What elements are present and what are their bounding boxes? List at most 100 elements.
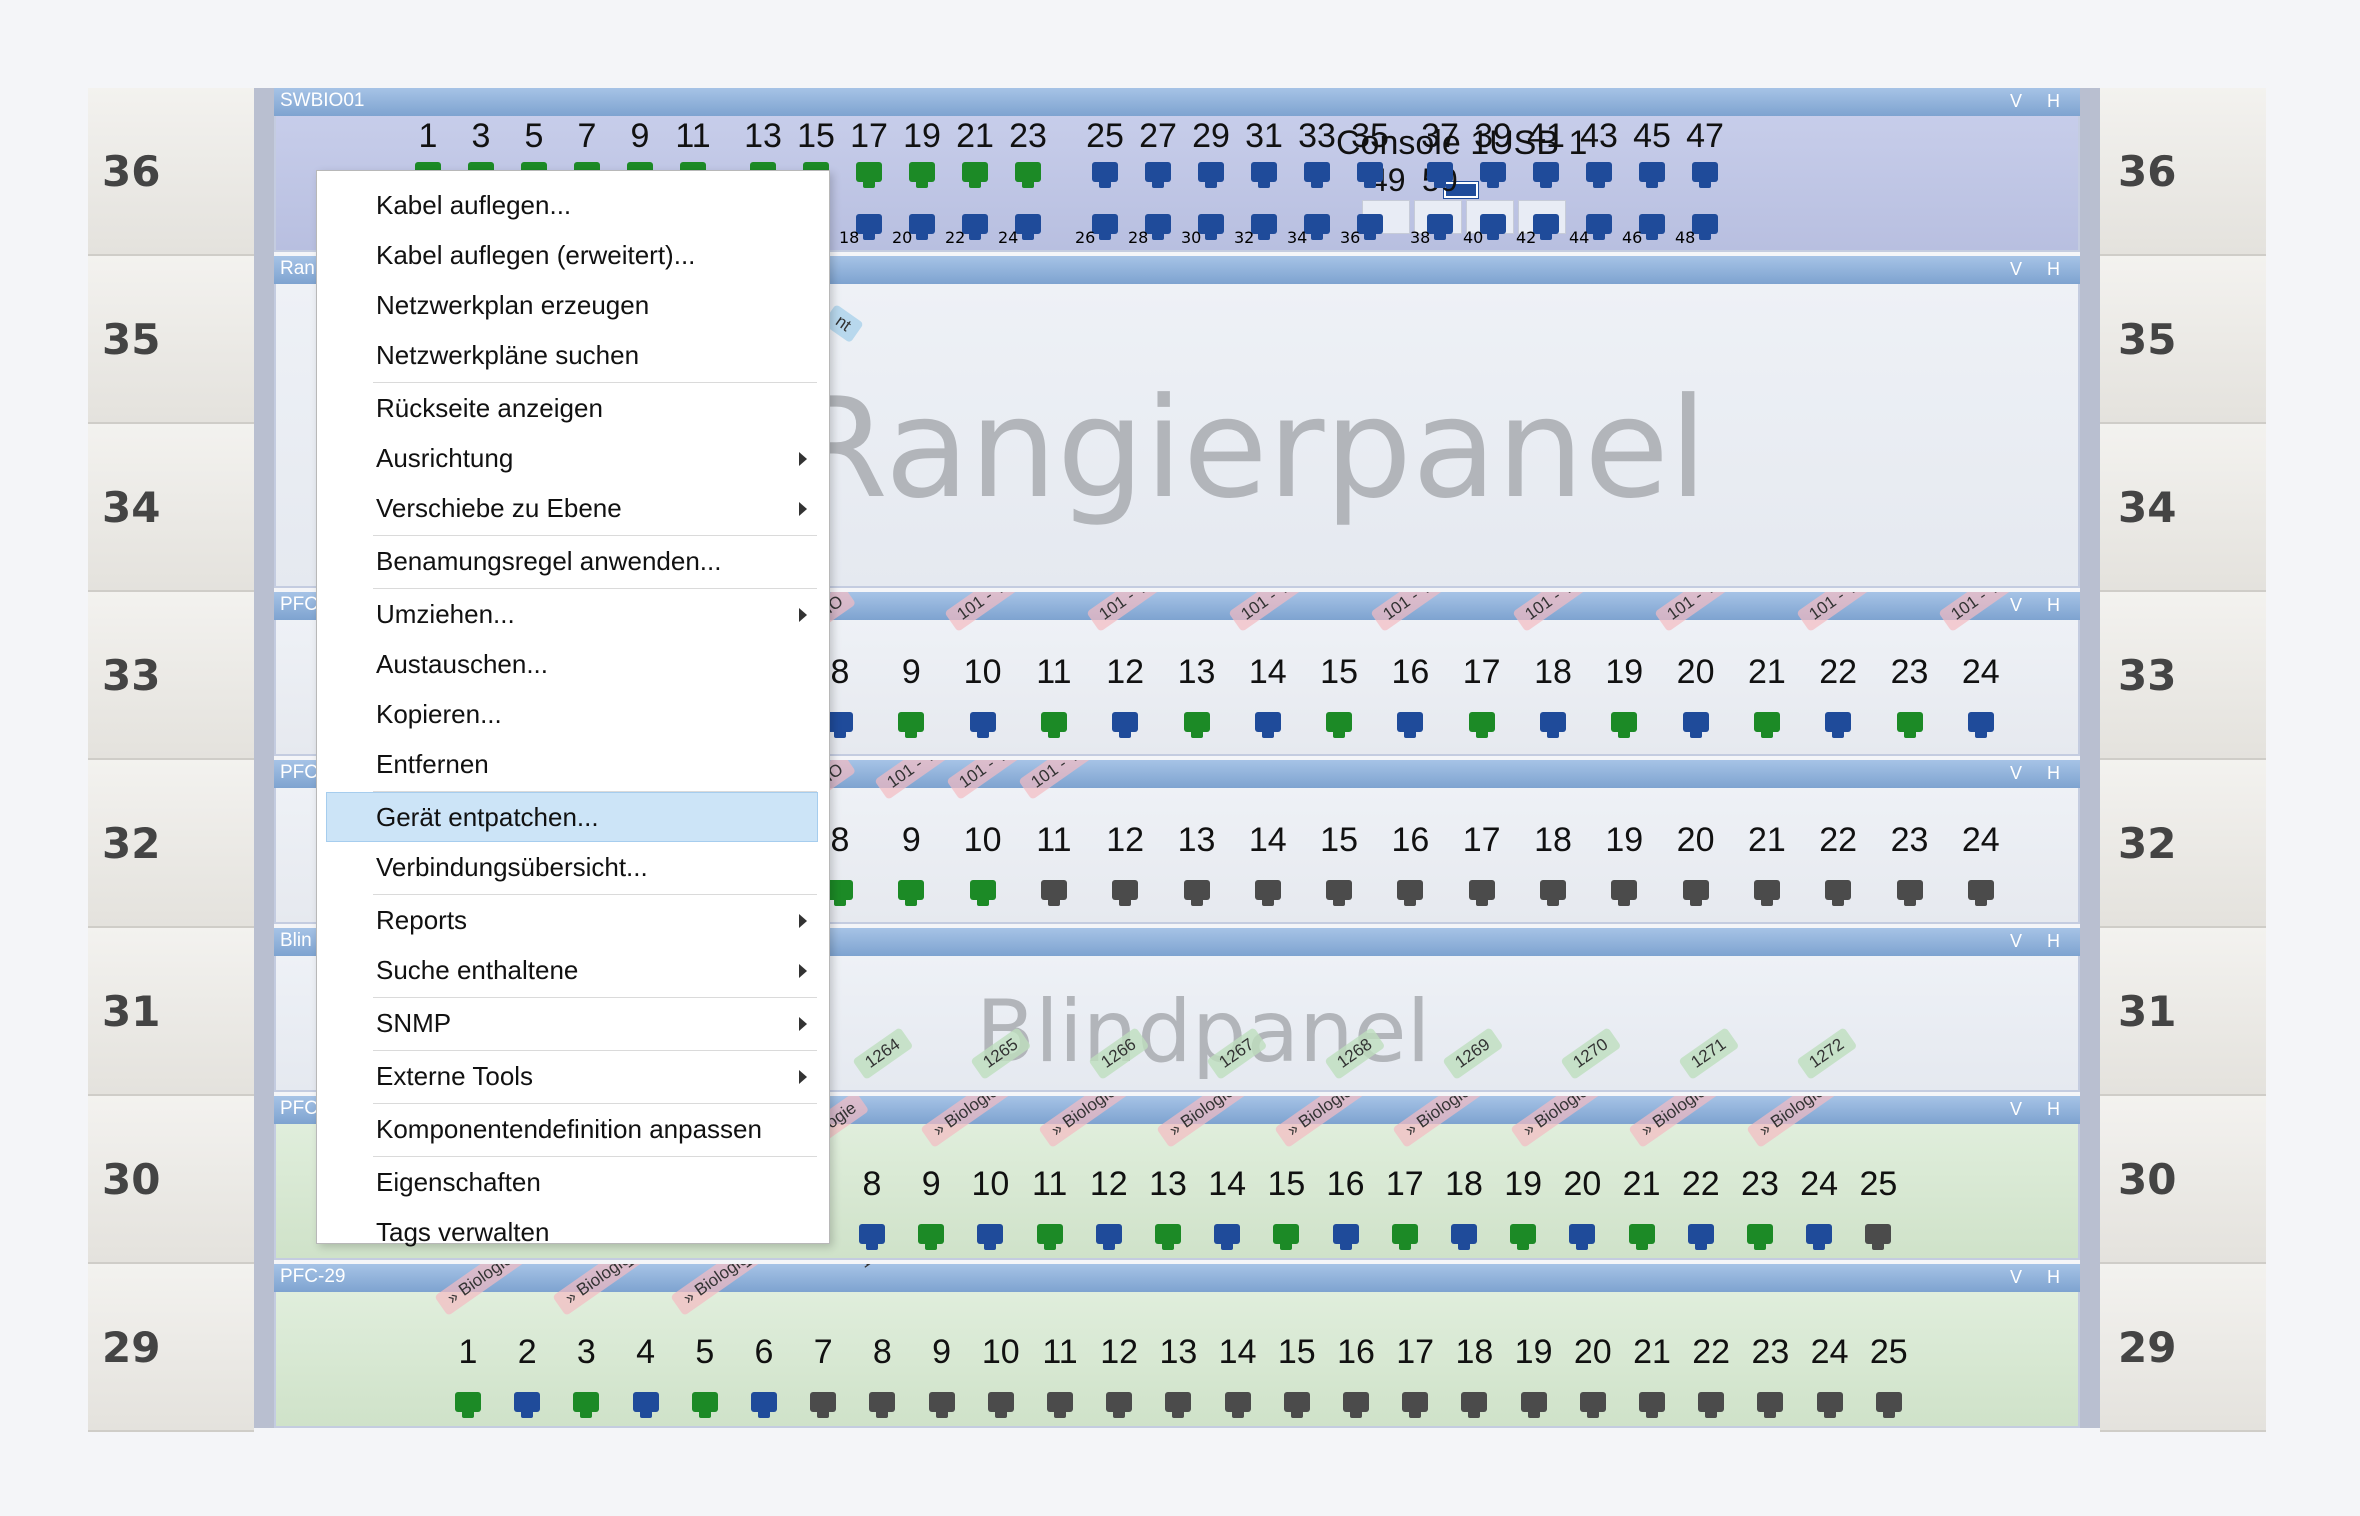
- rj45-jack-icon[interactable]: [869, 1392, 896, 1418]
- network-port[interactable]: 5: [685, 1334, 725, 1370]
- rj45-jack-icon[interactable]: [856, 162, 882, 188]
- rj45-jack-icon[interactable]: [1254, 880, 1281, 906]
- context-menu-item[interactable]: Tags verwalten: [327, 1208, 817, 1256]
- rj45-jack-icon[interactable]: [1040, 712, 1067, 738]
- rj45-jack-icon[interactable]: [1427, 162, 1453, 188]
- network-port[interactable]: 22: [1818, 654, 1858, 690]
- rj45-jack-icon[interactable]: [1682, 712, 1709, 738]
- network-port[interactable]: 47: [1685, 118, 1725, 154]
- network-port[interactable]: 21: [955, 118, 995, 154]
- network-port[interactable]: 14: [1218, 1334, 1258, 1370]
- rj45-jack-icon[interactable]: [1402, 1392, 1429, 1418]
- network-port[interactable]: 5: [514, 118, 554, 154]
- network-port[interactable]: 8: [820, 654, 860, 690]
- rj45-jack-icon[interactable]: [1214, 1224, 1241, 1250]
- network-port[interactable]: 11: [1040, 1334, 1080, 1370]
- network-port[interactable]: 9: [922, 1334, 962, 1370]
- rj45-jack-icon[interactable]: [1145, 214, 1171, 240]
- network-port[interactable]: 13: [743, 118, 783, 154]
- context-menu-item[interactable]: Entfernen: [327, 740, 817, 788]
- network-port[interactable]: 21: [1747, 654, 1787, 690]
- rj45-jack-icon[interactable]: [1155, 1224, 1181, 1250]
- rj45-jack-icon[interactable]: [827, 880, 853, 906]
- network-port[interactable]: 16: [1336, 1334, 1376, 1370]
- header-controls[interactable]: V H: [2009, 931, 2070, 951]
- network-port[interactable]: 20: [1676, 822, 1716, 858]
- rj45-jack-icon[interactable]: [1896, 712, 1923, 738]
- network-port[interactable]: 17: [849, 118, 889, 154]
- network-port[interactable]: 15: [1319, 654, 1359, 690]
- rj45-jack-icon[interactable]: [1357, 214, 1383, 240]
- rj45-jack-icon[interactable]: [1332, 1224, 1359, 1250]
- network-port[interactable]: 15: [1277, 1334, 1317, 1370]
- network-port[interactable]: 12: [1089, 1166, 1129, 1202]
- rj45-jack-icon[interactable]: [1254, 712, 1281, 738]
- rj45-jack-icon[interactable]: [691, 1392, 718, 1418]
- network-port[interactable]: 35: [1350, 118, 1390, 154]
- rj45-jack-icon[interactable]: [1015, 162, 1041, 188]
- context-menu-item[interactable]: Kabel auflegen...: [327, 181, 817, 229]
- rj45-jack-icon[interactable]: [1682, 880, 1709, 906]
- rj45-jack-icon[interactable]: [1540, 880, 1566, 906]
- context-menu-item[interactable]: Kopieren...: [327, 690, 817, 738]
- network-port[interactable]: 10: [981, 1334, 1021, 1370]
- network-port[interactable]: 12: [1105, 654, 1145, 690]
- context-menu-item[interactable]: Gerät entpatchen...: [326, 792, 818, 842]
- network-port[interactable]: 23: [1008, 118, 1048, 154]
- rj45-jack-icon[interactable]: [1451, 1224, 1477, 1250]
- network-port[interactable]: 22: [1818, 822, 1858, 858]
- network-port[interactable]: 6: [744, 1334, 784, 1370]
- rj45-jack-icon[interactable]: [1628, 1224, 1655, 1250]
- context-menu-item[interactable]: Verbindungsübersicht...: [327, 843, 817, 891]
- network-port[interactable]: 11: [673, 118, 713, 154]
- network-port[interactable]: 7: [803, 1334, 843, 1370]
- rj45-jack-icon[interactable]: [632, 1392, 659, 1418]
- network-port[interactable]: 19: [902, 118, 942, 154]
- network-port[interactable]: 23: [1740, 1166, 1780, 1202]
- network-port[interactable]: 27: [1138, 118, 1178, 154]
- rj45-jack-icon[interactable]: [1639, 214, 1665, 240]
- context-menu-item[interactable]: Eigenschaften: [327, 1158, 817, 1206]
- rj45-jack-icon[interactable]: [1586, 162, 1612, 188]
- network-port[interactable]: 23: [1890, 654, 1930, 690]
- rj45-jack-icon[interactable]: [1183, 712, 1210, 738]
- rj45-jack-icon[interactable]: [1326, 880, 1353, 906]
- rj45-jack-icon[interactable]: [1397, 880, 1424, 906]
- network-port[interactable]: 1: [448, 1334, 488, 1370]
- network-port[interactable]: 10: [963, 654, 1003, 690]
- network-port[interactable]: 19: [1604, 822, 1644, 858]
- network-port[interactable]: 3: [461, 118, 501, 154]
- network-port[interactable]: 11: [1034, 822, 1074, 858]
- rj45-jack-icon[interactable]: [1251, 162, 1277, 188]
- rj45-jack-icon[interactable]: [1533, 214, 1559, 240]
- network-port[interactable]: 14: [1207, 1166, 1247, 1202]
- rj45-jack-icon[interactable]: [1183, 880, 1210, 906]
- network-port[interactable]: 14: [1248, 822, 1288, 858]
- network-port[interactable]: 39: [1473, 118, 1513, 154]
- rj45-jack-icon[interactable]: [859, 1224, 885, 1250]
- rj45-jack-icon[interactable]: [1015, 214, 1041, 240]
- rj45-jack-icon[interactable]: [1145, 162, 1171, 188]
- network-port[interactable]: 7: [567, 118, 607, 154]
- rj45-jack-icon[interactable]: [962, 162, 988, 188]
- rj45-jack-icon[interactable]: [856, 214, 882, 240]
- network-port[interactable]: 9: [891, 654, 931, 690]
- rj45-jack-icon[interactable]: [928, 1392, 955, 1418]
- network-port[interactable]: 22: [1681, 1166, 1721, 1202]
- network-port[interactable]: 24: [1961, 822, 2001, 858]
- context-menu-item[interactable]: Rückseite anzeigen: [327, 384, 817, 432]
- network-port[interactable]: 24: [1810, 1334, 1850, 1370]
- network-port[interactable]: 9: [911, 1166, 951, 1202]
- network-port[interactable]: 4: [626, 1334, 666, 1370]
- context-menu-item[interactable]: Ausrichtung: [327, 434, 817, 482]
- rj45-jack-icon[interactable]: [1611, 880, 1638, 906]
- rj45-jack-icon[interactable]: [1480, 162, 1506, 188]
- network-port[interactable]: 19: [1604, 654, 1644, 690]
- rj45-jack-icon[interactable]: [977, 1224, 1004, 1250]
- rj45-jack-icon[interactable]: [1540, 712, 1566, 738]
- rj45-jack-icon[interactable]: [1825, 880, 1852, 906]
- network-port[interactable]: 20: [1573, 1334, 1613, 1370]
- header-controls[interactable]: V H: [2009, 1099, 2070, 1119]
- rj45-jack-icon[interactable]: [1304, 162, 1330, 188]
- context-menu-item[interactable]: Reports: [327, 896, 817, 944]
